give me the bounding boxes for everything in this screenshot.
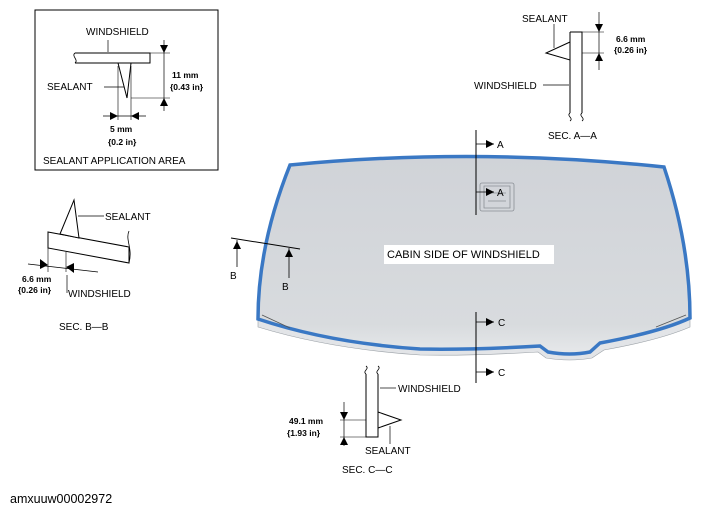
sealant-application-inset: WINDSHIELD SEALANT 11 mm {0.43 in} 5 mm … [34,9,219,171]
sec-cc-windshield-label: WINDSHIELD [398,384,461,395]
marker-a-top: A [497,140,504,151]
sec-aa-sealant-label: SEALANT [522,14,568,25]
sec-cc-caption: SEC. C—C [342,465,393,476]
sec-aa-windshield-label: WINDSHIELD [474,81,537,92]
inset-sealant-label: SEALANT [47,82,93,93]
sec-cc-dim-mm: 49.1 mm [289,416,323,426]
section-b-cut-line [230,237,301,250]
sec-aa-dim-in: {0.26 in} [614,45,648,55]
inset-width-in: {0.2 in} [108,137,137,147]
marker-a-bottom: A [497,188,504,199]
marker-b-left: B [230,271,237,282]
mirror-mount [479,182,515,212]
sec-aa-sealant-bead [544,41,571,61]
sec-cc-glass [365,374,379,438]
marker-c-bottom: C [498,368,505,379]
inset-caption: SEALANT APPLICATION AREA [43,156,186,167]
sec-bb-sealant-label: SEALANT [105,212,151,223]
sec-cc-dim-in: {1.93 in} [287,428,321,438]
inset-width-mm: 5 mm [110,124,133,134]
cabin-label-bg [384,245,554,264]
section-b-b: SEALANT WINDSHIELD 6.6 mm {0.26 in} SEC.… [18,198,151,333]
sec-aa-caption: SEC. A—A [548,131,597,142]
section-c-c: WINDSHIELD SEALANT 49.1 mm {1.93 in} SEC… [287,365,461,476]
inset-glass [75,52,151,64]
sealant-bead-outline [256,154,692,356]
figure-id: amxuuw00002972 [10,492,113,506]
sec-bb-dim-mm: 6.6 mm [22,274,52,284]
marker-b-right: B [282,282,289,293]
inset-windshield-label: WINDSHIELD [86,27,149,38]
marker-c-top: C [498,318,505,329]
windshield-main: CABIN SIDE OF WINDSHIELD A A B B C C [230,130,692,383]
sec-bb-dim-in: {0.26 in} [18,285,52,295]
inset-height-mm: 11 mm [172,70,199,80]
sec-cc-sealant-bead [377,411,403,429]
sec-bb-caption: SEC. B—B [59,322,109,333]
sec-bb-sealant-bead [59,198,80,239]
cabin-side-label: CABIN SIDE OF WINDSHIELD [387,249,540,261]
section-a-a: SEALANT WINDSHIELD 6.6 mm {0.26 in} SEC.… [474,12,648,142]
sec-bb-glass [47,231,130,264]
sec-bb-windshield-label: WINDSHIELD [68,289,131,300]
inset-sealant-bead [117,62,132,99]
sec-cc-sealant-label: SEALANT [365,446,411,457]
inset-height-in: {0.43 in} [170,82,204,92]
sec-aa-dim-mm: 6.6 mm [616,34,646,44]
